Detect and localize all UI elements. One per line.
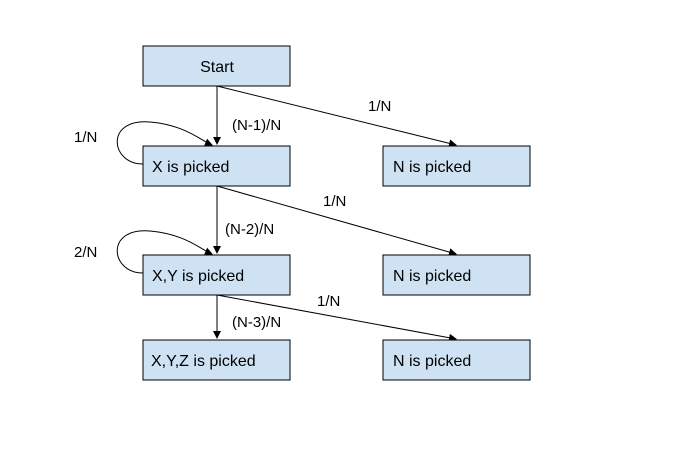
node-n-picked-2-label: N is picked [393, 268, 471, 285]
edge-start-to-n-picked-1 [216, 85, 457, 148]
edge-label-start-to-n1: 1/N [368, 98, 391, 115]
node-x-picked-label: X is picked [152, 159, 229, 176]
edge-x-picked-self-loop [116, 121, 213, 165]
edge-label-x-to-n2: 1/N [323, 193, 346, 210]
edge-xy-picked-to-n-picked-3 [216, 294, 457, 342]
edge-label-xy-self-loop: 2/N [74, 244, 97, 261]
node-n-picked-1-label: N is picked [393, 159, 471, 176]
edge-label-x-self-loop: 1/N [74, 129, 97, 146]
node-xy-picked-label: X,Y is picked [152, 268, 244, 285]
edge-xy-picked-self-loop [116, 230, 213, 274]
node-xyz-picked-label: X,Y,Z is picked [151, 353, 256, 370]
node-xyz-picked: X,Y,Z is picked [142, 339, 291, 381]
edge-label-xy-to-n3: 1/N [317, 293, 340, 310]
node-n-picked-2: N is picked [382, 254, 531, 296]
node-start: Start [142, 45, 291, 87]
node-n-picked-3-label: N is picked [393, 353, 471, 370]
node-start-label: Start [200, 59, 234, 76]
edge-x-picked-to-n-picked-2 [216, 185, 457, 256]
edge-label-xy-to-xyz: (N-3)/N [232, 314, 281, 331]
node-n-picked-1: N is picked [382, 145, 531, 187]
node-xy-picked: X,Y is picked [142, 254, 291, 296]
node-n-picked-3: N is picked [382, 339, 531, 381]
node-x-picked: X is picked [142, 145, 291, 187]
edge-label-x-to-xy: (N-2)/N [225, 221, 274, 238]
edge-label-start-to-x: (N-1)/N [232, 117, 281, 134]
